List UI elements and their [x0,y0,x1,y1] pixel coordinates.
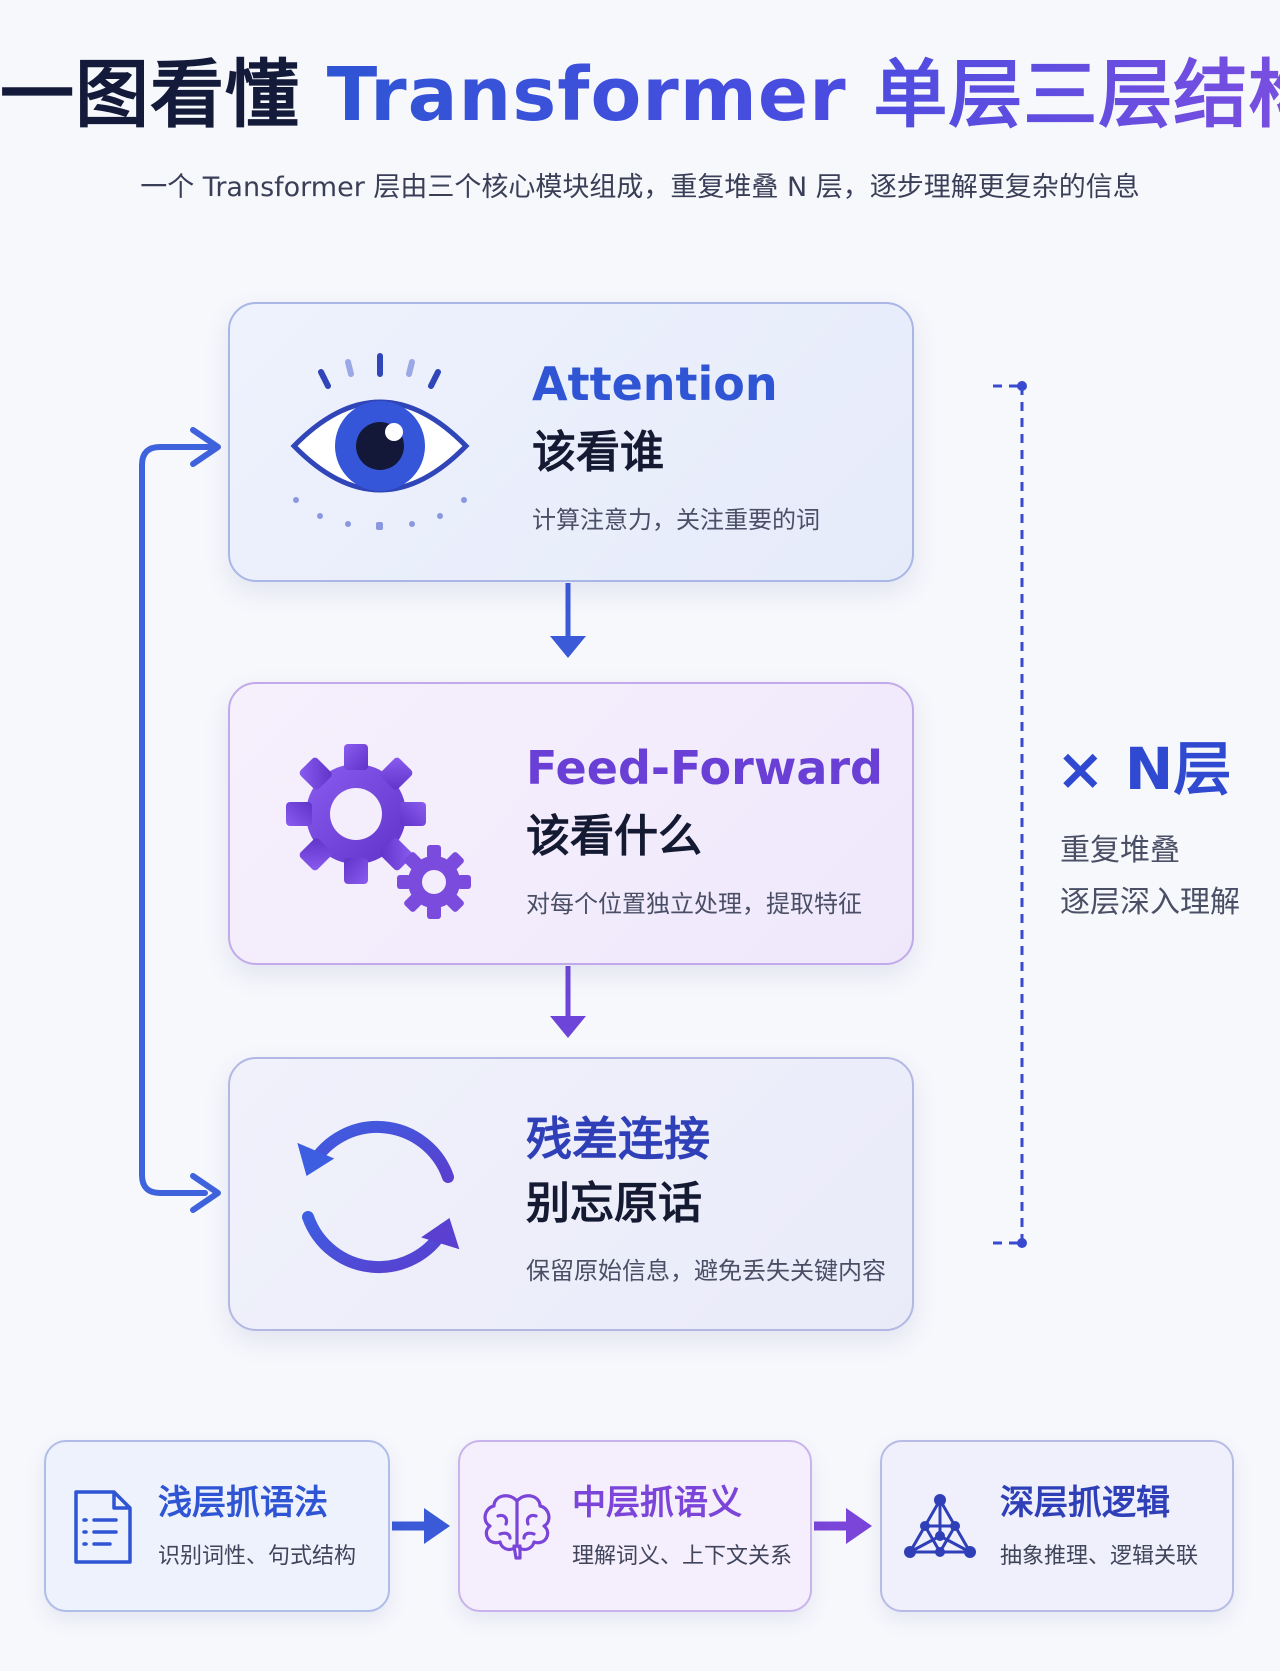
residual-loop-arrow-bottom [190,1173,221,1213]
down-arrow-1-head [550,636,586,658]
repeat-desc-line1: 重复堆叠 [1060,833,1180,868]
residual-title: 残差连接 [526,1112,710,1166]
title-prefix: 一图看懂 [0,52,327,138]
stage-middle-desc: 理解词义、上下文关系 [572,1544,793,1569]
stage-arrow-1-head [424,1508,450,1544]
stage-card-middle: 中层抓语义 理解词义、上下文关系 [458,1440,812,1612]
brain-icon [483,1494,551,1560]
attention-desc: 计算注意力，关注重要的词 [532,506,820,534]
attention-card: Attention 该看谁 计算注意力，关注重要的词 [228,302,914,582]
repeat-count-label: × N层 [1056,735,1232,803]
feed-forward-title-zh: 该看什么 [526,811,702,862]
title-highlight: Transformer 单层三层结构 [327,52,1280,138]
attention-title-en: Attention [532,357,778,411]
residual-loop-arrow-top [190,427,221,467]
page-subtitle: 一个 Transformer 层由三个核心模块组成，重复堆叠 N 层，逐步理解更… [140,172,1140,203]
feed-forward-desc: 对每个位置独立处理，提取特征 [526,890,862,918]
network-icon [904,1494,976,1558]
stage-card-deep: 深层抓逻辑 抽象推理、逻辑关联 [880,1440,1234,1612]
residual-subtitle: 别忘原话 [526,1178,702,1229]
stage-deep-title: 深层抓逻辑 [1000,1483,1170,1523]
repeat-bracket-dot-bottom [1017,1238,1027,1248]
cycle-arrows-icon [297,1120,460,1274]
page-title: 一图看懂 Transformer 单层三层结构 [0,50,1280,140]
feed-forward-card: Feed-Forward 该看什么 对每个位置独立处理，提取特征 [228,682,914,965]
attention-title-zh: 该看谁 [532,427,664,478]
stage-shallow-desc: 识别词性、句式结构 [158,1544,357,1569]
eye-icon [290,353,470,530]
stage-arrow-2-head [846,1508,872,1544]
repeat-bracket-dot-top [1017,381,1027,391]
down-arrow-2-head [550,1016,586,1038]
gear-icon [286,744,471,919]
stage-shallow-title: 浅层抓语法 [158,1483,328,1523]
feed-forward-title-en: Feed-Forward [526,741,883,795]
residual-card: 残差连接 别忘原话 保留原始信息，避免丢失关键内容 [228,1057,914,1331]
stage-card-shallow: 浅层抓语法 识别词性、句式结构 [44,1440,390,1612]
residual-desc: 保留原始信息，避免丢失关键内容 [526,1257,886,1285]
residual-loop-line [139,444,213,1196]
stage-middle-title: 中层抓语义 [572,1483,742,1523]
document-icon [74,1490,132,1564]
stage-deep-desc: 抽象推理、逻辑关联 [1000,1544,1199,1569]
repeat-desc-line2: 逐层深入理解 [1060,885,1240,920]
